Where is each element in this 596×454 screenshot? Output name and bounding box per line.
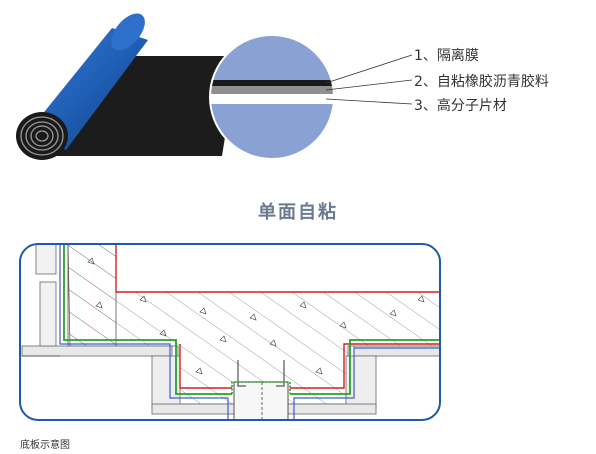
- leader-lines: [325, 54, 413, 105]
- protection-line-green: [63, 244, 232, 395]
- base-layer: [21, 345, 173, 357]
- layer-polymer-sheet: [210, 94, 334, 104]
- roll-end: [16, 112, 68, 160]
- membrane-line-red: [115, 244, 440, 293]
- drawing-caption: 底板示意图: [20, 440, 70, 451]
- membrane-line-blue: [59, 244, 229, 420]
- roll-spiral: [20, 116, 64, 156]
- sump-pit: [233, 381, 289, 420]
- membrane-roll-illustration: [16, 13, 238, 160]
- layer-label-isolation-film: 1、隔离膜: [414, 48, 479, 64]
- layer-isolation-film: [210, 80, 334, 86]
- floor-slab-drawing: [19, 243, 441, 421]
- layer-label-asphalt-compound: 2、自粘橡胶沥青胶料: [414, 74, 549, 90]
- layer-asphalt: [210, 86, 334, 94]
- membrane-sheet: [40, 56, 238, 156]
- layer-label-polymer-sheet: 3、高分子片材: [414, 98, 507, 114]
- layer-magnifier: [209, 34, 335, 160]
- section-title: 单面自粘: [258, 202, 338, 223]
